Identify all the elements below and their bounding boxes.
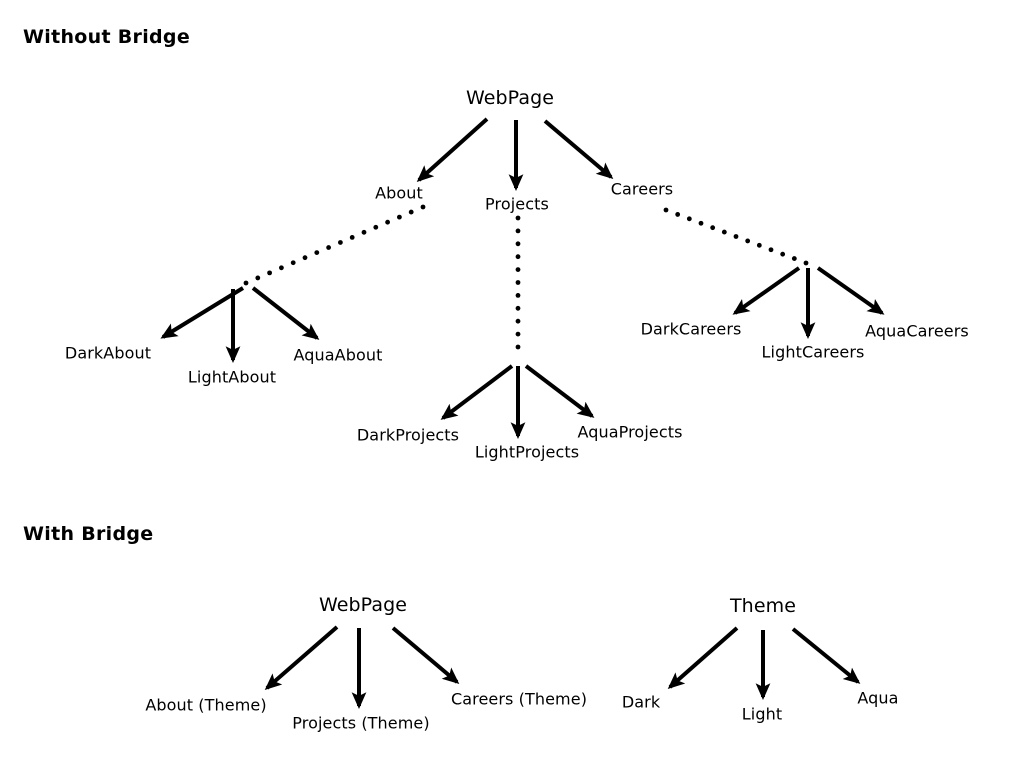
- arrow-projects-junction-aqua: [524, 364, 595, 418]
- node-dark-projects: DarkProjects: [356, 425, 460, 445]
- node-projects: Projects: [485, 194, 549, 214]
- node-aqua-about: AquaAbout: [293, 345, 383, 365]
- node-about-theme: About (Theme): [145, 695, 267, 715]
- node-careers: Careers: [610, 179, 674, 199]
- arrow-projects-junction-dark: [440, 364, 514, 420]
- node-careers-theme: Careers (Theme): [450, 689, 588, 709]
- dotted-link-projects-to-junction: [515, 215, 521, 350]
- node-light-projects: LightProjects: [474, 442, 580, 462]
- node-projects-theme: Projects (Theme): [292, 713, 430, 733]
- node-light-about: LightAbout: [187, 367, 277, 387]
- node-aqua-careers: AquaCareers: [865, 321, 969, 341]
- arrow-careers-junction-dark: [732, 266, 801, 315]
- node-dark: Dark: [621, 692, 661, 712]
- arrow-wpb-to-careers-theme: [391, 626, 460, 684]
- dotted-link-layer: [243, 204, 809, 350]
- arrow-theme-to-aqua: [791, 627, 861, 684]
- section-title-with-bridge: With Bridge: [23, 523, 154, 545]
- arrow-layer: [160, 117, 885, 710]
- node-aqua: Aqua: [857, 688, 899, 708]
- arrow-about-junction-dark: [160, 286, 245, 339]
- arrow-wpb-to-about-theme: [264, 625, 339, 690]
- node-wp-top: WebPage: [465, 87, 555, 109]
- node-about: About: [375, 183, 423, 203]
- arrow-wp-to-careers: [543, 119, 614, 179]
- arrow-careers-junction-aqua: [816, 266, 885, 315]
- arrow-wp-to-about: [416, 117, 489, 183]
- node-theme: Theme: [729, 595, 797, 617]
- node-wp-bottom: WebPage: [318, 594, 408, 616]
- node-dark-about: DarkAbout: [64, 343, 152, 363]
- dotted-link-careers-to-junction: [663, 207, 809, 266]
- arrow-about-junction-aqua: [251, 286, 320, 340]
- arrow-theme-to-dark: [667, 626, 739, 689]
- node-light-careers: LightCareers: [761, 342, 865, 362]
- node-light: Light: [741, 704, 783, 724]
- dotted-link-about-to-junction: [243, 204, 426, 286]
- node-dark-careers: DarkCareers: [640, 319, 742, 339]
- node-aqua-projects: AquaProjects: [577, 422, 683, 442]
- section-title-without-bridge: Without Bridge: [23, 26, 191, 48]
